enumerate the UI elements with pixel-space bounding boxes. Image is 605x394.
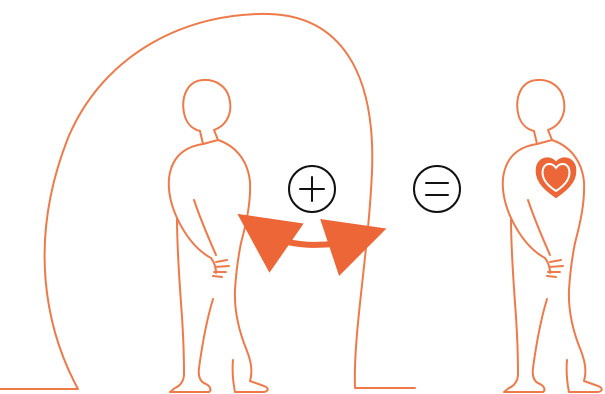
plus-circle-icon: [289, 166, 335, 212]
arch-outline-icon: [0, 14, 415, 389]
left-figure-icon: [169, 80, 268, 392]
right-figure-icon: [503, 80, 602, 392]
heart-icon: [537, 158, 576, 197]
equals-circle-icon: [414, 166, 460, 212]
double-arrow-icon: [262, 231, 358, 245]
